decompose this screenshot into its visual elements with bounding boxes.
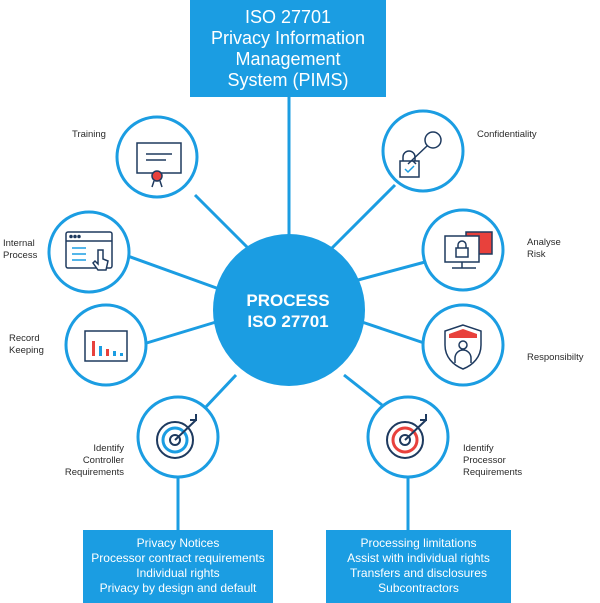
label-record-keeping-line-1: Record: [9, 333, 40, 344]
connector-training: [193, 193, 252, 252]
label-identify-controller-line-1: Identify: [93, 443, 124, 454]
label-identify-processor-line-3: Requirements: [463, 467, 523, 478]
connector-responsibility: [361, 320, 431, 347]
title-line-1: ISO 27701: [244, 7, 332, 27]
label-record-keeping-line-2: Keeping: [9, 345, 44, 356]
label-responsibility: Responsibilty: [527, 352, 584, 364]
web-click-icon: [65, 231, 113, 271]
label-identify-controller-line-2: Controller: [82, 455, 124, 466]
title-box: ISO 27701 Privacy Information Management…: [190, 0, 386, 97]
target-arrow-icon: [386, 414, 427, 459]
label-training-text: Training: [72, 129, 106, 140]
controller-requirements-box: Privacy Notices Processor contract requi…: [83, 530, 273, 603]
label-responsibility-text: Responsibilty: [527, 352, 584, 363]
node-confidentiality-circle: [381, 109, 465, 193]
connector-identify-controller: [201, 373, 238, 412]
node-internal-process-circle: [47, 210, 131, 294]
label-internal-process-line-2: Process: [3, 250, 38, 261]
connector-identify-processor: [343, 373, 383, 407]
monitor-lock-icon: [444, 231, 493, 269]
node-training-circle: [115, 115, 199, 199]
label-analyse-risk: Analyse Risk: [527, 237, 561, 261]
certificate-icon: [136, 142, 182, 188]
center-line-2: ISO 27701: [247, 312, 329, 331]
controller-item: Privacy by design and default: [99, 581, 257, 595]
bar-chart-icon: [84, 330, 128, 362]
center-line-1: PROCESS: [246, 291, 330, 310]
node-record-keeping-circle: [64, 303, 148, 387]
label-analyse-risk-line-1: Analyse: [527, 237, 561, 248]
processor-item: Processing limitations: [360, 536, 477, 550]
key-lock-icon: [399, 131, 442, 178]
label-internal-process-line-1: Internal: [3, 238, 35, 249]
label-identify-processor-line-2: Processor: [463, 455, 506, 466]
label-confidentiality-text: Confidentiality: [477, 129, 537, 140]
target-arrow-icon: [156, 414, 197, 459]
label-internal-process: Internal Process: [3, 238, 37, 262]
shield-person-icon: [444, 324, 482, 370]
processor-requirements-box: Processing limitations Assist with indiv…: [326, 530, 511, 603]
controller-item: Processor contract requirements: [91, 551, 265, 565]
label-training: Training: [72, 129, 106, 141]
center-label: PROCESS ISO 27701: [214, 290, 362, 332]
processor-item: Transfers and disclosures: [350, 566, 487, 580]
label-identify-controller-line-3: Requirements: [64, 467, 124, 478]
center-circle: [213, 234, 365, 386]
title-line-3: Management: [235, 49, 341, 69]
processor-item: Subcontractors: [378, 581, 459, 595]
connector-internal-process: [124, 253, 223, 292]
processor-item: Assist with individual rights: [347, 551, 490, 565]
label-identify-processor: Identify Processor Requirements: [463, 443, 522, 479]
label-identify-processor-line-1: Identify: [463, 443, 494, 454]
controller-item: Individual rights: [136, 566, 220, 580]
title-line-2: Privacy Information: [210, 28, 366, 48]
label-analyse-risk-line-2: Risk: [527, 249, 546, 260]
controller-item: Privacy Notices: [136, 536, 220, 550]
title-line-4: System (PIMS): [227, 70, 349, 90]
label-confidentiality: Confidentiality: [477, 129, 537, 141]
connector-confidentiality: [328, 183, 397, 252]
label-record-keeping: Record Keeping: [9, 333, 44, 357]
connector-record-keeping: [139, 320, 217, 347]
label-identify-controller: Identify Controller Requirements: [58, 443, 124, 479]
